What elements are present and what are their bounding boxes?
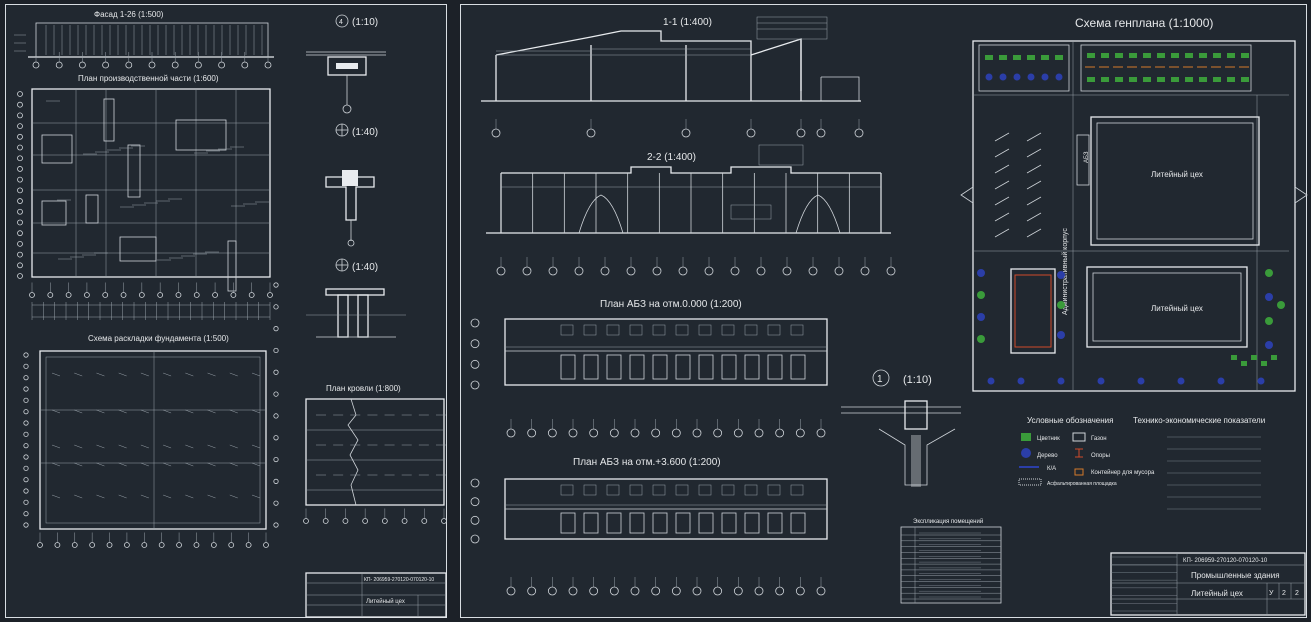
- legend-item-bin: Контейнер для мусора: [1091, 469, 1155, 476]
- roof-plan: План кровли (1:800): [305, 384, 446, 506]
- node-4-detail: 4 (1:10): [306, 14, 386, 114]
- legend-item-sewer: К/А: [1047, 466, 1056, 472]
- flowerbed-swatch: [1021, 433, 1031, 441]
- node-1-detail: 1 (1:10): [841, 369, 961, 487]
- rooms-title: Экспликация помещений: [913, 518, 983, 525]
- stamp-subject: Промышленные здания: [1191, 571, 1280, 580]
- legend-item-support: Опоры: [1091, 453, 1110, 459]
- foundation-layout: Схема раскладки фундамента (1:500): [39, 334, 267, 530]
- section-1-1-title: 1-1 (1:400): [663, 17, 712, 28]
- bin-swatch: [1074, 468, 1084, 476]
- stamp-name-2: Литейный цех: [1191, 589, 1243, 598]
- admin-building-label: Административный корпус: [1061, 228, 1069, 315]
- section-2-2-title: 2-2 (1:400): [647, 152, 696, 163]
- legend-item-lawn: Газон: [1091, 436, 1107, 442]
- drawing-sheet-1: Фасад 1-26 (1:500) План производственной…: [5, 4, 447, 618]
- section-1-1: 1-1 (1:400): [481, 16, 864, 138]
- site-plan-title: Схема генплана (1:1000): [1075, 16, 1213, 30]
- abz-building-label: АБЗ: [1084, 151, 1090, 163]
- abz-plan-3600-title: План АБЗ на отм.+3.600 (1:200): [573, 457, 721, 468]
- stamp-code-1: КП- 206959-270120-070120-10: [364, 577, 434, 583]
- legend: Условные обозначения Технико-экономическ…: [1018, 416, 1265, 510]
- tep-title: Технико-экономические показатели: [1133, 416, 1265, 425]
- stamp-sheets: 2: [1295, 590, 1299, 597]
- stamp-name-1: Литейный цех: [366, 598, 405, 605]
- title-block-2: КП- 206959-270120-070120-10 Промышленные…: [1110, 552, 1306, 616]
- tree-swatch: [1021, 448, 1031, 458]
- node-1-number: 1: [877, 374, 883, 385]
- legend-title: Условные обозначения: [1027, 416, 1113, 425]
- stamp-sheet: 2: [1282, 590, 1286, 597]
- node-1-scale: (1:10): [903, 374, 932, 386]
- sheet-2-graphics: 1-1 (1:400) 2-2 (1:400): [470, 16, 1308, 616]
- foundation-title: Схема раскладки фундамента (1:500): [88, 334, 229, 343]
- roof-plan-title: План кровли (1:800): [326, 384, 401, 393]
- section-2-2: 2-2 (1:400): [486, 144, 896, 276]
- node-2-scale: (1:40): [352, 262, 378, 273]
- rooms-explication: Экспликация помещений: [900, 518, 1002, 604]
- node-4-scale: (1:10): [352, 17, 378, 28]
- abz-plan-level-3600: План АБЗ на отм.+3.600 (1:200): [470, 457, 828, 596]
- facade-title: Фасад 1-26 (1:500): [94, 10, 164, 19]
- shop-label-2: Литейный цех: [1151, 304, 1203, 313]
- node-4-number: 4: [339, 19, 343, 26]
- legend-item-tree: Дерево: [1037, 453, 1058, 459]
- node-2-detail: (1:40): [306, 258, 406, 338]
- lawn-swatch: [1072, 432, 1086, 442]
- abz-plan-level-0: План АБЗ на отм.0.000 (1:200): [470, 299, 828, 438]
- node-3-scale: (1:40): [352, 127, 378, 138]
- shop-label-1: Литейный цех: [1151, 170, 1203, 179]
- node-3-detail: (1:40): [325, 123, 378, 247]
- support-swatch: [1075, 448, 1083, 458]
- site-plan: Схема генплана (1:1000) Литейный цех АБЗ…: [960, 16, 1308, 392]
- drawing-sheet-2: 1-1 (1:400) 2-2 (1:400): [460, 4, 1308, 618]
- asphalt-swatch: [1018, 478, 1042, 486]
- abz-plan-0-title: План АБЗ на отм.0.000 (1:200): [600, 299, 742, 310]
- legend-item-flowerbed: Цветник: [1037, 436, 1060, 442]
- stamp-code-2: КП- 206959-270120-070120-10: [1183, 558, 1268, 564]
- legend-item-asphalt: Асфальтированная площадка: [1047, 481, 1117, 487]
- stamp-stage: У: [1269, 590, 1274, 597]
- sheet-1-graphics: Фасад 1-26 (1:500) План производственной…: [14, 10, 447, 618]
- production-plan-title: План производственной части (1:600): [78, 74, 219, 83]
- production-plan: План производственной части (1:600): [31, 74, 271, 292]
- title-block-1: КП- 206959-270120-070120-10 Литейный цех: [305, 572, 447, 618]
- facade-1-26: Фасад 1-26 (1:500): [14, 10, 274, 58]
